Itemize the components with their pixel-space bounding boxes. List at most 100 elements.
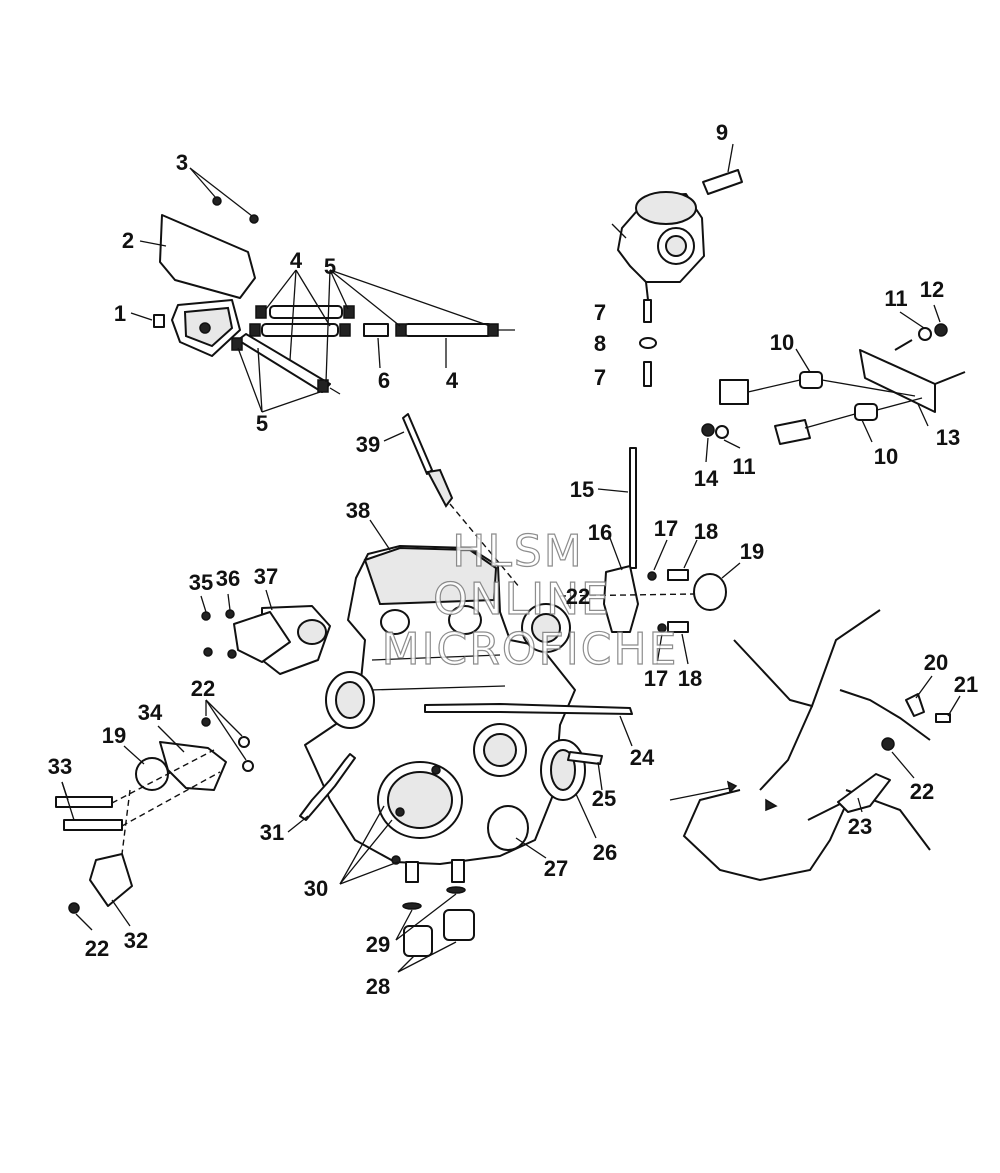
callout-labels: 1 2 3 4 4 5 5 6 7 7 8 9 10 10 11 11 12 1… bbox=[48, 120, 978, 999]
callout-5: 5 bbox=[324, 254, 336, 279]
cable-housing bbox=[719, 379, 749, 405]
callout-22: 22 bbox=[566, 584, 590, 609]
callout-10: 10 bbox=[874, 444, 898, 469]
callout-27: 27 bbox=[544, 856, 568, 881]
watermark-line-2: ONLINE bbox=[433, 574, 611, 625]
cable-bracket bbox=[859, 349, 936, 413]
engine-block bbox=[304, 545, 633, 957]
callout-1: 1 bbox=[114, 301, 126, 326]
callout-3: 3 bbox=[176, 150, 188, 175]
mount-washer bbox=[242, 760, 254, 772]
hose-clamp bbox=[317, 379, 329, 393]
mount-washer bbox=[446, 886, 466, 894]
callout-38: 38 bbox=[346, 498, 370, 523]
callout-22: 22 bbox=[85, 936, 109, 961]
hose-clamp bbox=[395, 323, 407, 337]
bracket-screw bbox=[249, 214, 259, 224]
pump-port bbox=[199, 322, 211, 334]
mount-stud bbox=[405, 861, 419, 883]
engine-boss bbox=[448, 605, 482, 635]
stator-cover-inner bbox=[387, 771, 453, 829]
bracket-screw bbox=[212, 196, 222, 206]
cable-end bbox=[426, 468, 454, 508]
tie-rod bbox=[629, 447, 637, 569]
callout-18: 18 bbox=[694, 519, 718, 544]
mount-bolt bbox=[55, 796, 113, 808]
frame-section bbox=[669, 609, 961, 882]
bracket-bolt bbox=[667, 569, 689, 581]
callout-35: 35 bbox=[189, 570, 213, 595]
callout-8: 8 bbox=[594, 331, 606, 356]
left-engine-mount bbox=[55, 589, 331, 931]
watermark: HLSM ONLINE MICROFICHE bbox=[381, 525, 679, 675]
callout-10: 10 bbox=[770, 330, 794, 355]
shield-nut bbox=[68, 902, 80, 914]
mount-bolt bbox=[63, 819, 123, 831]
oil-filter-face bbox=[335, 681, 365, 719]
callout-4: 4 bbox=[446, 368, 459, 393]
callout-31: 31 bbox=[260, 820, 284, 845]
upper-engine-mount bbox=[559, 447, 741, 665]
callout-7: 7 bbox=[594, 300, 606, 325]
arrow-marker bbox=[765, 798, 778, 812]
callout-13: 13 bbox=[936, 425, 960, 450]
adjuster-nut bbox=[934, 323, 948, 337]
callout-15: 15 bbox=[570, 477, 594, 502]
arrow-marker bbox=[726, 780, 738, 794]
callout-17: 17 bbox=[644, 666, 668, 691]
bracket-washer bbox=[657, 623, 667, 633]
adapter-gasket bbox=[297, 619, 327, 645]
mount-tab bbox=[837, 773, 891, 813]
mount-washer bbox=[402, 902, 422, 910]
rubber-mount bbox=[403, 925, 433, 957]
callout-22: 22 bbox=[191, 676, 215, 701]
carb-pin bbox=[643, 299, 652, 323]
callout-24: 24 bbox=[630, 745, 655, 770]
tab-nut bbox=[881, 737, 895, 751]
bracket-bolt bbox=[667, 621, 689, 633]
mount-plate bbox=[159, 741, 227, 791]
callout-4: 4 bbox=[290, 248, 303, 273]
callout-2: 2 bbox=[122, 228, 134, 253]
mount-stud bbox=[451, 859, 465, 883]
bracket-washer bbox=[647, 571, 657, 581]
choke-cable bbox=[369, 413, 521, 589]
fuel-line bbox=[261, 323, 339, 337]
callout-34: 34 bbox=[138, 700, 163, 725]
engine-boss bbox=[380, 609, 410, 635]
mount-bracket bbox=[603, 565, 639, 633]
fuel-pump-assembly bbox=[130, 167, 515, 413]
callout-9: 9 bbox=[716, 120, 728, 145]
carburetor-assembly bbox=[611, 143, 743, 387]
hose-clamp bbox=[343, 305, 355, 319]
throttle-cable-assembly bbox=[701, 304, 966, 463]
callout-37: 37 bbox=[254, 564, 278, 589]
watermark-line-3: MICROFICHE bbox=[382, 624, 679, 675]
carburetor-bore-inner bbox=[665, 235, 687, 257]
callout-32: 32 bbox=[124, 928, 148, 953]
fuel-filter bbox=[363, 323, 389, 337]
callout-18: 18 bbox=[678, 666, 702, 691]
intake-adapter bbox=[233, 611, 291, 663]
vent-hose bbox=[702, 169, 743, 195]
callout-5: 5 bbox=[256, 411, 268, 436]
callout-7: 7 bbox=[594, 365, 606, 390]
cover-bolt bbox=[431, 765, 441, 775]
jam-nut bbox=[701, 423, 715, 437]
cable-adjuster bbox=[799, 371, 823, 389]
adapter-washer bbox=[225, 609, 235, 619]
callout-33: 33 bbox=[48, 754, 72, 779]
rubber-mount bbox=[443, 909, 475, 941]
cable-housing bbox=[774, 419, 811, 445]
callout-11: 11 bbox=[732, 454, 755, 479]
jam-washer bbox=[715, 425, 729, 439]
clip bbox=[905, 693, 925, 717]
callout-39: 39 bbox=[356, 432, 380, 457]
intake-boot-inner bbox=[483, 733, 517, 767]
intake-manifold-inner bbox=[531, 613, 561, 643]
damper bbox=[693, 573, 727, 611]
callout-25: 25 bbox=[592, 786, 616, 811]
carburetor-top bbox=[635, 191, 697, 225]
callout-23: 23 bbox=[848, 814, 872, 839]
callout-20: 20 bbox=[924, 650, 948, 675]
